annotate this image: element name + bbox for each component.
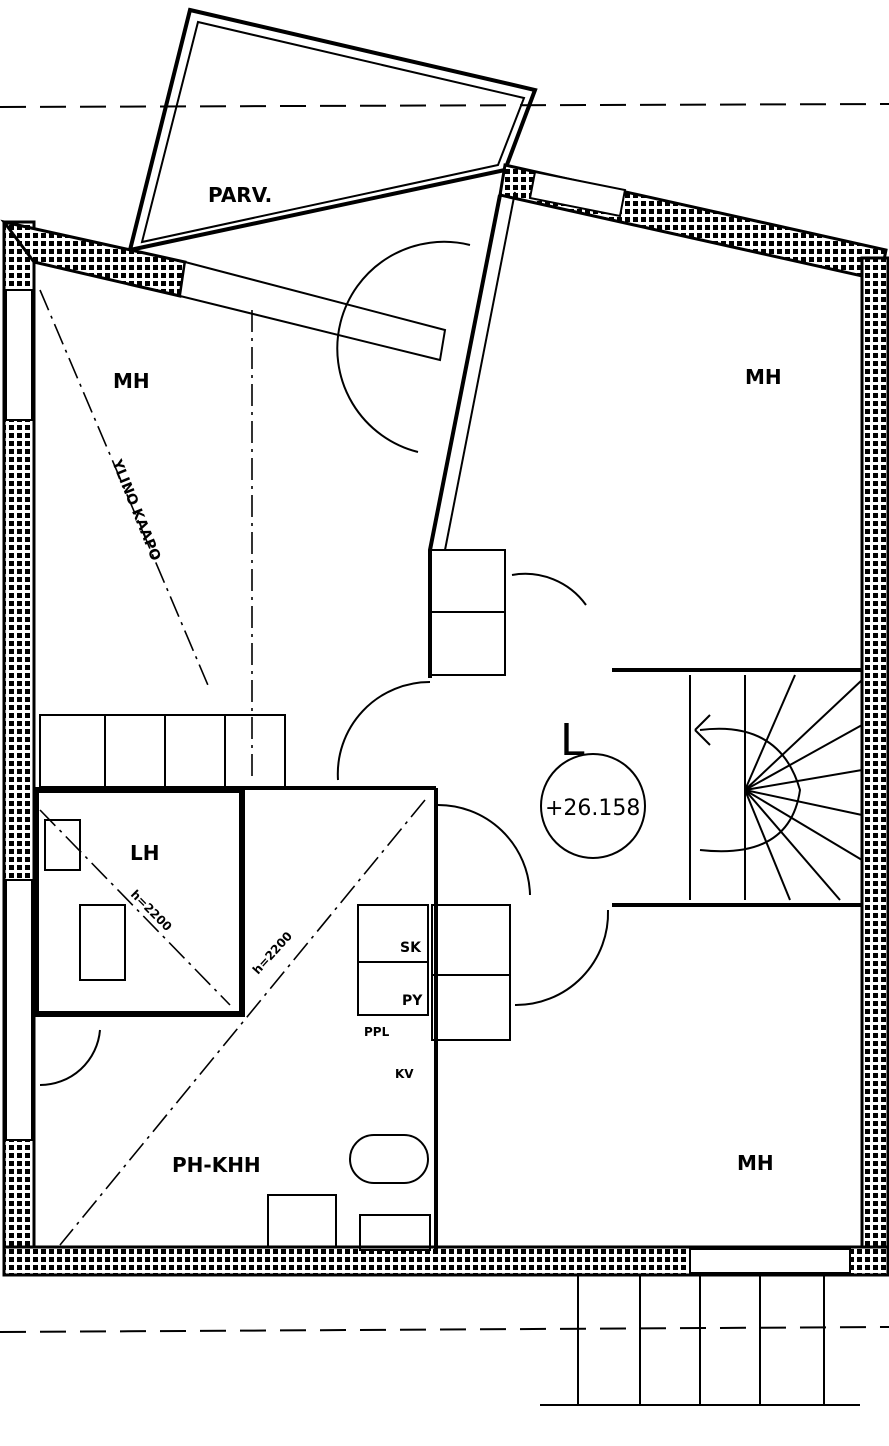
elevation-label: +26.158 — [545, 796, 640, 821]
bathroom-label: PH-KHH — [172, 1153, 261, 1177]
bedroom-top-left-label: MH — [113, 369, 150, 393]
closet-py-label: PY — [402, 993, 423, 1009]
elevation-marker — [540, 753, 646, 859]
height-lh-label: h=2200 — [128, 887, 175, 934]
kv-label: KV — [395, 1067, 414, 1081]
balcony-label: PARV. — [208, 183, 272, 207]
diagonal-annotation: YLINO KAAPO — [108, 457, 163, 564]
interior-walls — [33, 191, 862, 1251]
bedroom-top-right-label: MH — [745, 365, 782, 389]
exterior-walls — [0, 163, 889, 1277]
door-swings — [39, 240, 610, 1087]
balcony — [127, 7, 538, 253]
height-ph-label: h=2200 — [250, 929, 295, 977]
sloped-ceiling-lines — [39, 289, 426, 1246]
closet-sk-label: SK — [400, 940, 422, 956]
hall-label: L — [560, 715, 585, 766]
ppl-label: PPL — [364, 1025, 390, 1039]
staircase — [694, 674, 863, 901]
linen-closet-label: LH — [130, 841, 159, 865]
dashed-boundary-lines — [0, 103, 889, 1333]
bedroom-bottom-right-label: MH — [737, 1151, 774, 1175]
entrance-steps — [540, 1274, 860, 1406]
